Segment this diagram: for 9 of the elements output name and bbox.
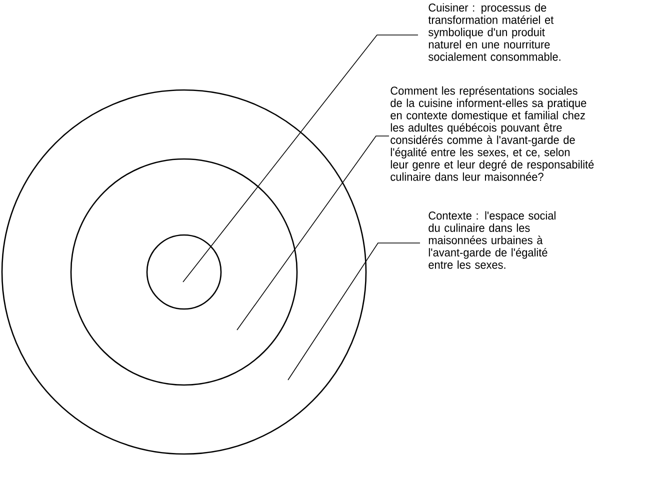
leader-text: Comment les représentations sociales de la cuisine informent-elles sa pratique en contexte domestique et familial chez les adultes québécois pouvant être considérés comme à l'avant-garde de l'égalité entre les sexes, et ce, selon leur genre et leur degré de responsabilité culinaire dans leur maisonnée?	[390, 86, 594, 181]
leader-line	[182, 34, 418, 282]
leader-line	[236, 136, 390, 330]
leader-text: Contexte : l'espace social du culinaire dans les maisonnées urbaines à l'avant-garde de l'égalité entre les sexes.	[428, 211, 556, 269]
ring-circle	[70, 158, 298, 386]
ring-circle	[146, 234, 222, 310]
ring-circle	[1, 89, 367, 455]
leader-line	[288, 242, 420, 380]
leader-text: Cuisiner : processus de transformation matériel et symbolique d'un produit naturel en une nourriture socialement consommable.	[428, 3, 560, 61]
